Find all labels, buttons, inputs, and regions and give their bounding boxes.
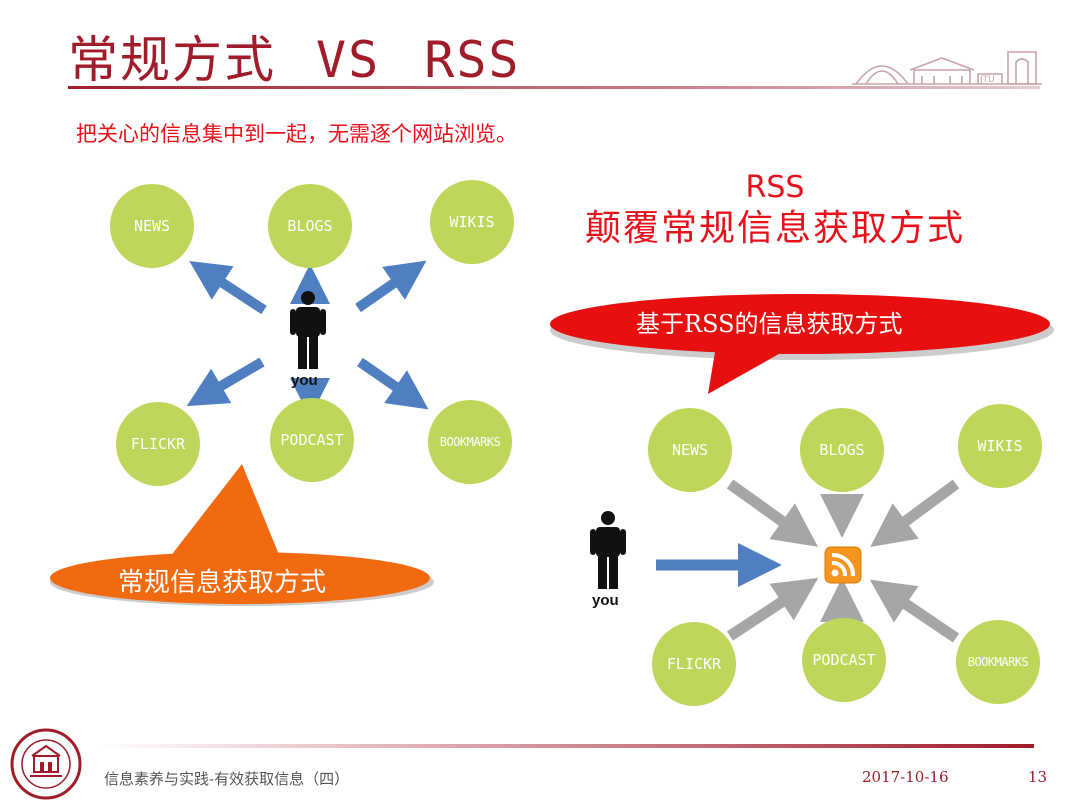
slide-subtitle: 把关心的信息集中到一起，无需逐个网站浏览。 [76, 122, 517, 146]
right-callout-shape [550, 294, 1054, 394]
title-vs: VS [316, 31, 381, 89]
title-rss: RSS [424, 31, 521, 89]
slide-title: 常规方式 VS RSS [68, 20, 521, 92]
left-node-podcast: PODCAST [270, 398, 354, 482]
footer-date: 2017-10-16 [862, 768, 949, 786]
left-callout-shape [50, 464, 434, 606]
rss-heading: RSS 颠覆常规信息获取方式 [560, 170, 990, 252]
gray-arrow-from-bookmarks [869, 579, 960, 643]
page-number: 13 [1028, 768, 1048, 786]
university-building-logo: JTU [852, 51, 1042, 85]
arrow-to-news [189, 261, 267, 315]
footer-divider [100, 744, 1034, 748]
right-node-bookmarks: BOOKMARKS [956, 620, 1040, 704]
gray-arrow-from-news [726, 479, 818, 547]
svg-text:JTU: JTU [979, 75, 995, 85]
right-node-flickr: FLICKR [652, 622, 736, 706]
person-label: you [291, 372, 318, 389]
person-icon [290, 291, 326, 369]
rss-heading-line1: RSS [745, 170, 805, 205]
right-node-podcast: PODCAST [802, 618, 886, 702]
right-node-news: NEWS [648, 408, 732, 492]
arrow-to-bookmarks [357, 357, 429, 410]
left-node-bookmarks: BOOKMARKS [428, 400, 512, 484]
rss-heading-line2: 颠覆常规信息获取方式 [584, 208, 965, 249]
rss-feed-icon [824, 546, 862, 584]
arrow-to-flickr [186, 357, 265, 407]
left-node-news: NEWS [110, 184, 194, 268]
title-main: 常规方式 [68, 31, 276, 89]
footer-course-title: 信息素养与实践-有效获取信息（四） [104, 770, 350, 788]
right-callout-text: 基于RSS的信息获取方式 [636, 310, 903, 338]
left-node-wikis: WIKIS [430, 180, 514, 264]
right-node-wikis: WIKIS [958, 404, 1042, 488]
left-node-flickr: FLICKR [116, 402, 200, 486]
person-label: you [592, 592, 619, 609]
right-node-blogs: BLOGS [800, 408, 884, 492]
university-seal-logo [10, 728, 82, 800]
gray-arrow-from-wikis [870, 479, 960, 548]
person-icon [590, 511, 626, 589]
title-divider [68, 86, 1040, 89]
left-node-blogs: BLOGS [268, 184, 352, 268]
left-callout-text: 常规信息获取方式 [118, 568, 327, 598]
gray-arrow-from-flickr [726, 577, 819, 641]
arrow-to-wikis [355, 260, 427, 313]
